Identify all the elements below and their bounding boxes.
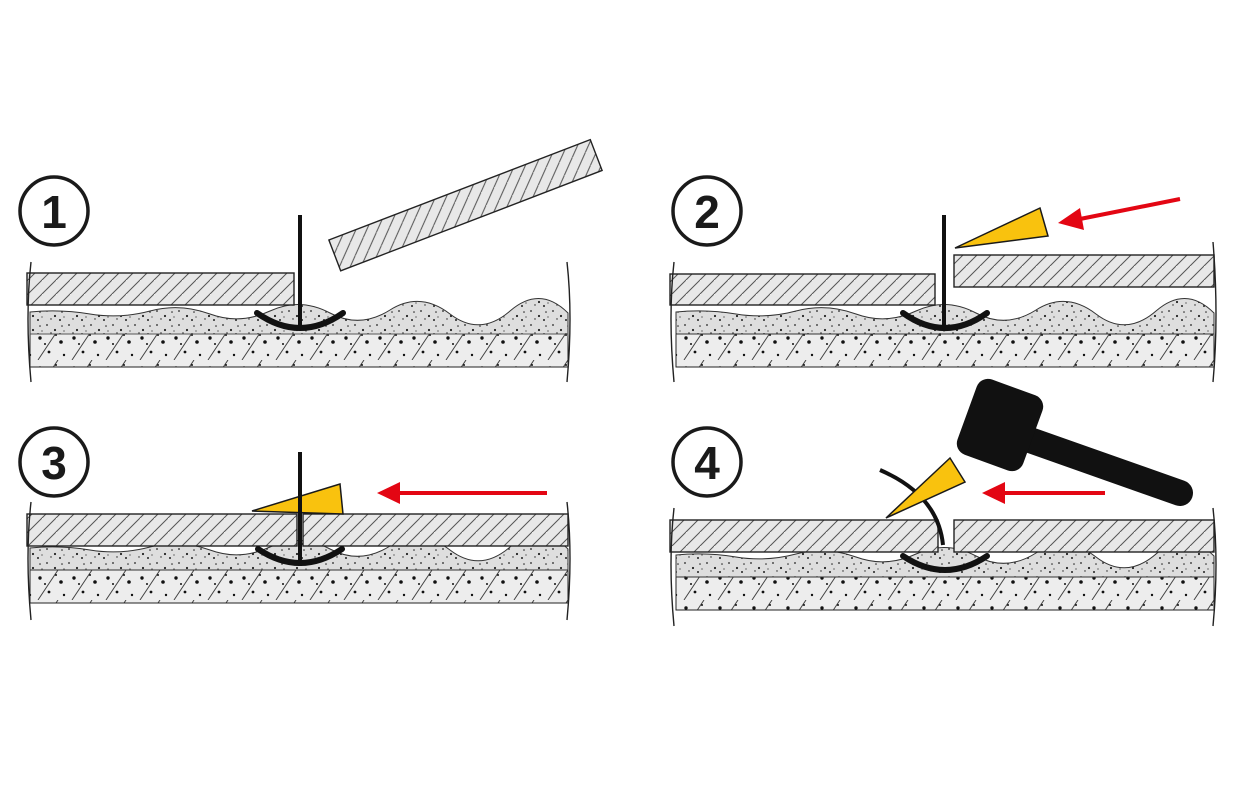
step-3-panel: 3 <box>18 426 571 621</box>
hammer-icon <box>956 378 1193 506</box>
arrow-left-icon <box>982 482 1105 504</box>
wedge-icon <box>885 456 967 519</box>
leveling-clip-icon <box>254 215 346 331</box>
tile-right <box>302 513 569 547</box>
step-2-panel: 2 <box>669 175 1217 383</box>
step-4-floor-section <box>669 378 1217 627</box>
step-2-floor-section <box>669 197 1217 383</box>
substrate-layer <box>675 576 1215 611</box>
step-1-number: 1 <box>41 186 67 238</box>
leveling-clip-icon <box>879 468 990 573</box>
step-3-floor-section <box>26 452 571 621</box>
tile-tilted <box>327 138 604 272</box>
step-3-number: 3 <box>41 437 67 489</box>
step-2-badge: 2 <box>671 175 743 247</box>
tile-right <box>953 254 1215 288</box>
tile-left <box>26 272 295 306</box>
step-1-floor-section <box>26 138 604 383</box>
tile-left <box>669 273 936 306</box>
tile-left <box>26 513 298 547</box>
wedge-icon <box>954 206 1049 249</box>
leveling-clip-icon <box>900 215 990 331</box>
arrow-left-icon <box>377 482 547 504</box>
step-3-badge: 3 <box>18 426 90 498</box>
step-1-badge: 1 <box>18 175 90 247</box>
step-2-number: 2 <box>694 186 720 238</box>
step-4-panel: 4 <box>669 378 1217 627</box>
tile-left <box>669 519 939 553</box>
wedge-icon <box>251 483 344 515</box>
step-4-number: 4 <box>694 437 720 489</box>
tile-right <box>953 519 1215 553</box>
substrate-layer <box>675 333 1215 368</box>
step-4-badge: 4 <box>671 426 743 498</box>
substrate-layer <box>29 569 569 604</box>
substrate-layer <box>29 333 569 368</box>
leveling-clip-icon <box>255 452 345 566</box>
step-1-panel: 1 <box>18 138 604 383</box>
arrow-left-icon <box>1058 197 1181 230</box>
